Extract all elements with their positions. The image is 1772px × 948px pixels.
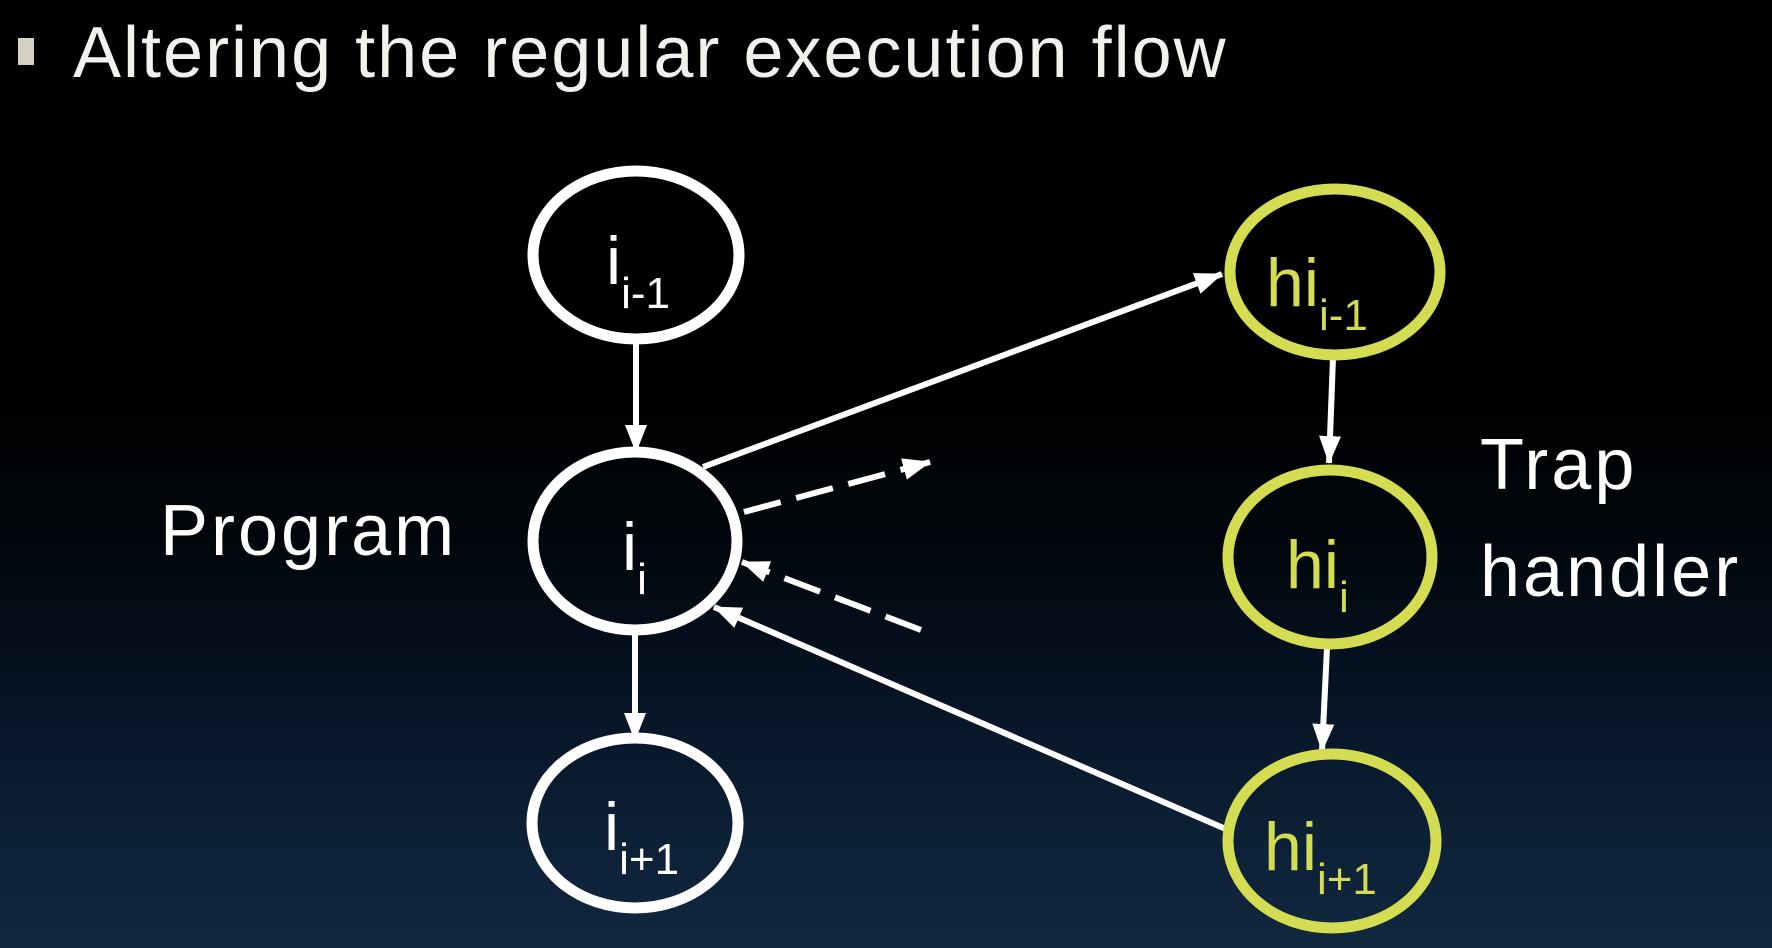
trap-handler-label: Trap handler [1480,425,1742,612]
node-i-prev-label: ii-1 [606,223,670,318]
edge-hicur-to-hinext [1312,647,1335,752]
dashed-edge-icur-incoming [740,559,923,633]
node-hi-prev [1224,183,1446,361]
node-i-cur [527,446,743,636]
slide-title: Altering the regular execution flow [73,13,1228,93]
edge-hiprev-to-hicur [1319,357,1342,464]
node-i-prev [527,165,745,345]
slide-title-row: Altering the regular execution flow [18,13,1228,93]
node-hi-next-label: hii+1 [1264,809,1377,904]
bullet-square-icon [18,38,34,65]
node-i-cur-label: ii [622,509,647,604]
node-hi-prev-label: hii-1 [1266,245,1368,340]
node-hi-next [1222,748,1442,934]
node-hi-cur [1222,464,1438,650]
program-label: Program [160,491,458,571]
edge-icur-to-hiprev [701,271,1224,470]
edge-hinext-to-icur [712,604,1230,833]
node-hi-cur-label: hii [1286,527,1349,622]
node-i-next-label: ii+1 [604,789,679,884]
dashed-edge-icur-outgoing [743,458,931,515]
node-i-next [526,732,744,914]
